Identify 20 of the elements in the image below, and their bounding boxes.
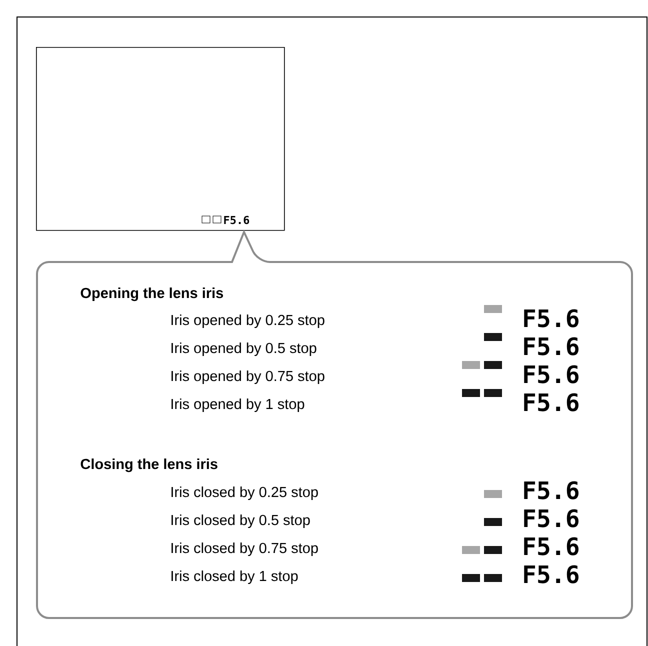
iris-indicator: F5.6: [484, 305, 578, 328]
screen-box: F5.6: [36, 47, 285, 231]
iris-indicator: F5.6: [484, 333, 578, 356]
iris-indicator: F5.6: [462, 537, 578, 556]
iris-indicator: F5.6: [462, 565, 578, 584]
iris-indicator: F5.6: [462, 361, 578, 384]
callout-panel: [36, 231, 633, 619]
row-text: Iris opened by 0.25 stop: [172, 314, 324, 328]
row-text: Iris opened by 0.75 stop: [172, 370, 324, 384]
iris-indicator: F5.6: [484, 481, 578, 500]
row-text: Iris closed by 0.75 stop: [172, 542, 318, 556]
iris-indicator: F5.6: [462, 389, 578, 412]
iris-indicator: F5.6: [484, 509, 578, 528]
row-text: Iris opened by 1 stop: [172, 398, 304, 412]
row-text: Iris closed by 0.5 stop: [172, 514, 310, 528]
row-text: Iris opened by 0.5 stop: [172, 342, 316, 356]
section-heading: Opening the lens iris: [80, 288, 224, 302]
section-heading: Closing the lens iris: [80, 458, 218, 472]
row-text: Iris closed by 0.25 stop: [172, 486, 318, 500]
row-text: Iris closed by 1 stop: [172, 570, 298, 584]
